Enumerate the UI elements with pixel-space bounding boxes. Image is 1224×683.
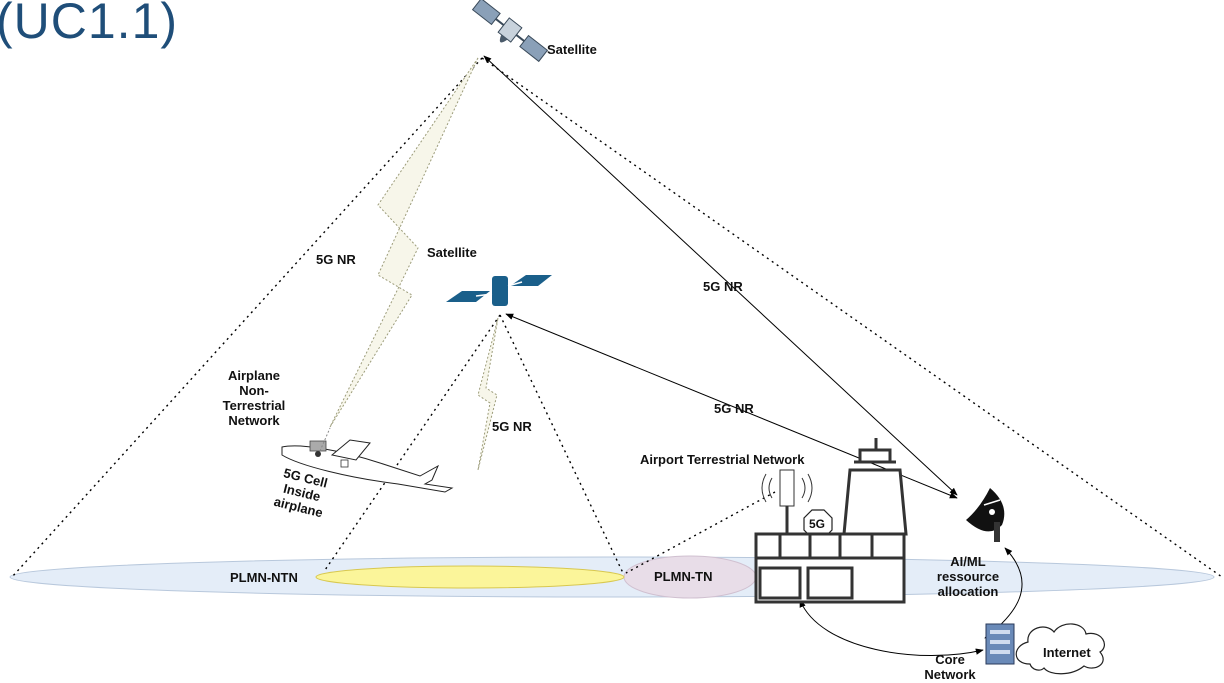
internet-label: Internet: [1043, 645, 1091, 660]
plmn-tn-label: PLMN-TN: [654, 569, 713, 584]
page-title: (UC1.1): [0, 0, 179, 49]
label-line: Terrestrial: [222, 398, 286, 413]
nr-label-left: 5G NR: [316, 252, 356, 267]
lightning-link-lower: [477, 317, 499, 471]
satellite-icon: [471, 0, 549, 63]
nr-label-right-top: 5G NR: [703, 279, 743, 294]
label-line: Network: [924, 667, 976, 682]
airport-tn-label: Airport Terrestrial Network: [640, 452, 805, 467]
core-network-label: Core Network: [920, 652, 980, 682]
core-tn-link: [799, 599, 984, 657]
lightning-link-upper: [329, 57, 479, 428]
coverage-line: [625, 491, 776, 574]
cloud-icon: [1015, 623, 1105, 675]
label-line: ressource: [936, 569, 1000, 584]
satellite-label-top: Satellite: [547, 42, 597, 57]
plmn-ntn-area: [315, 565, 625, 589]
airplane-icon: [281, 427, 454, 493]
badge-5g: 5G: [809, 517, 826, 531]
label-line: Airplane: [227, 368, 280, 383]
coverage-line: [11, 57, 483, 578]
nr-label-lower: 5G NR: [492, 419, 532, 434]
nr-label-mid: 5G NR: [714, 401, 754, 416]
label-line: allocation: [937, 584, 999, 599]
server-icon: [985, 623, 1015, 665]
label-line: Network: [228, 413, 280, 428]
ai-ml-label: AI/ML ressource allocation: [928, 554, 1008, 599]
satellite-label-mid: Satellite: [427, 245, 477, 260]
dish-antenna-icon: [966, 488, 1005, 542]
plmn-ntn-label: PLMN-NTN: [230, 570, 298, 585]
terminal-building-icon: [754, 532, 906, 604]
cell-tower-icon: [761, 469, 813, 540]
coverage-lines: [11, 57, 1223, 578]
label-line: AI/ML: [950, 554, 986, 569]
label-line: Non-: [239, 383, 269, 398]
control-tower-icon: [838, 438, 908, 560]
nr-link-arrow-mid: [505, 313, 958, 499]
airplane-ntn-label: Airplane Non- Terrestrial Network: [214, 368, 294, 428]
satellite-icon: [446, 275, 552, 306]
label-line: Core: [935, 652, 965, 667]
